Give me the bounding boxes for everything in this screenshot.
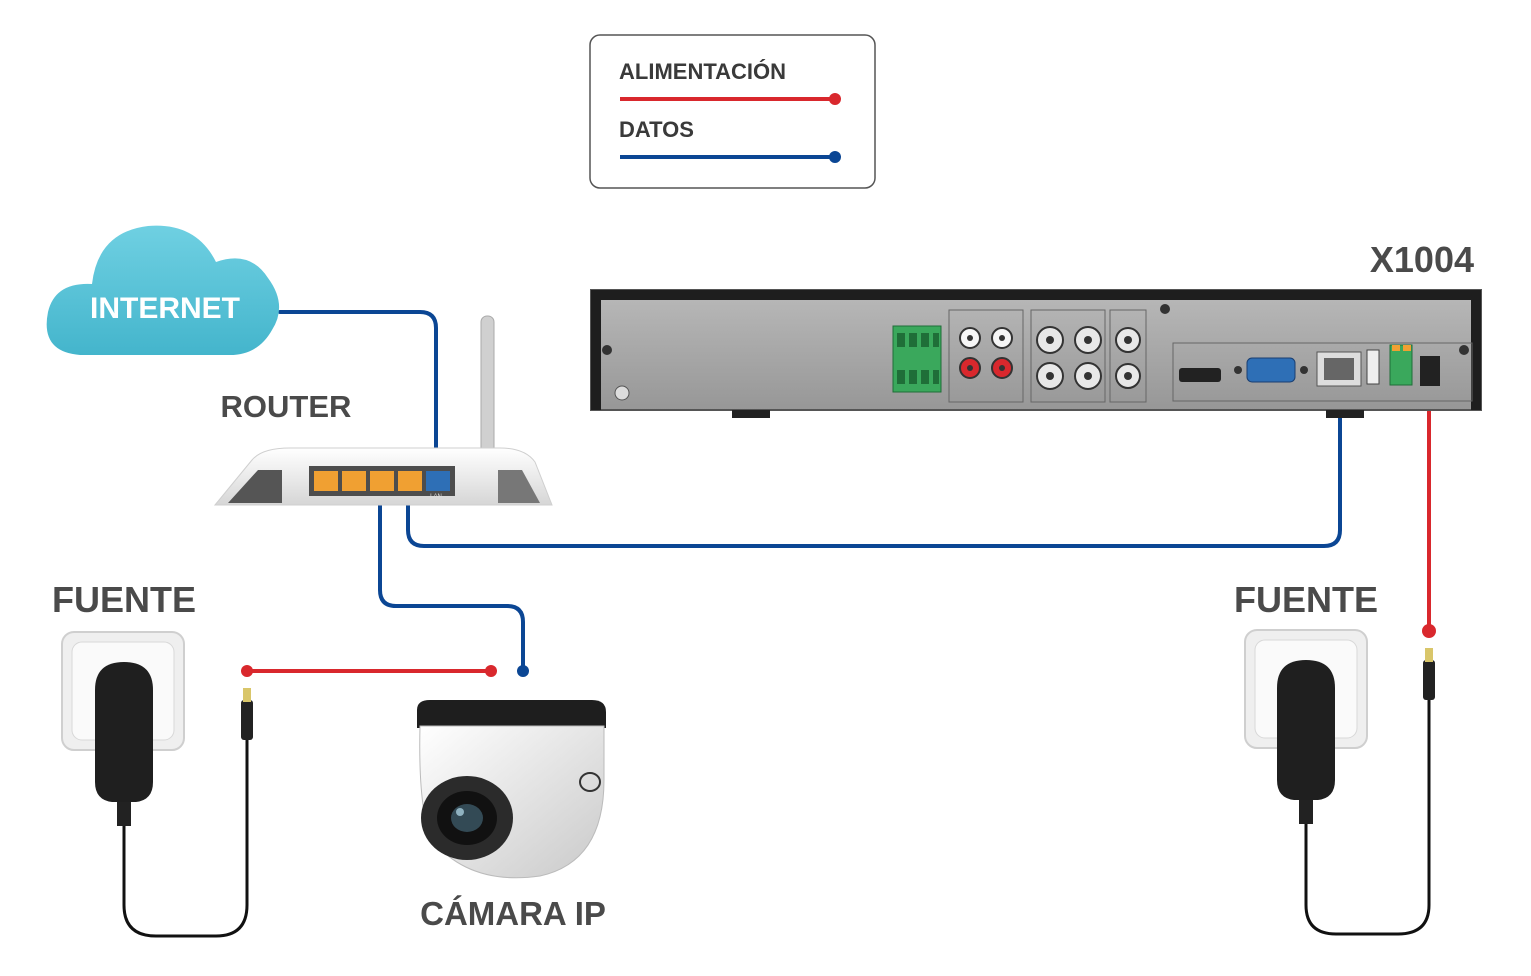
- power-dot-left: [241, 665, 253, 677]
- cable-internet-router: [278, 310, 438, 486]
- dvr-label: X1004: [1370, 239, 1474, 280]
- legend: ALIMENTACIÓN DATOS: [589, 34, 876, 189]
- power-cables: [245, 370, 1431, 673]
- svg-text:LAN: LAN: [430, 494, 442, 500]
- power-dot-right: [1422, 624, 1436, 638]
- power-right-label: FUENTE: [1234, 579, 1378, 620]
- legend-data-dot: [829, 151, 841, 163]
- dome-camera-icon: [417, 700, 606, 879]
- power-dot-camera: [485, 665, 497, 677]
- power-adapter-icon: [95, 662, 253, 938]
- dvr-icon: [590, 289, 1482, 418]
- cable-router-dvr: [406, 370, 1342, 548]
- data-cables: [278, 310, 1342, 672]
- router-label: ROUTER: [221, 389, 352, 424]
- cable-router-camera: [378, 482, 525, 672]
- camera-label: CÁMARA IP: [420, 895, 606, 932]
- cloud-icon: INTERNET: [46, 225, 280, 355]
- legend-power-label: ALIMENTACIÓN: [619, 59, 786, 84]
- router-icon: LAN: [213, 315, 553, 506]
- power-left-label: FUENTE: [52, 579, 196, 620]
- legend-data-label: DATOS: [619, 117, 694, 142]
- power-adapter-icon: [1277, 648, 1435, 936]
- port-dot-camera-data: [517, 665, 529, 677]
- legend-power-dot: [829, 93, 841, 105]
- internet-label: INTERNET: [90, 292, 240, 325]
